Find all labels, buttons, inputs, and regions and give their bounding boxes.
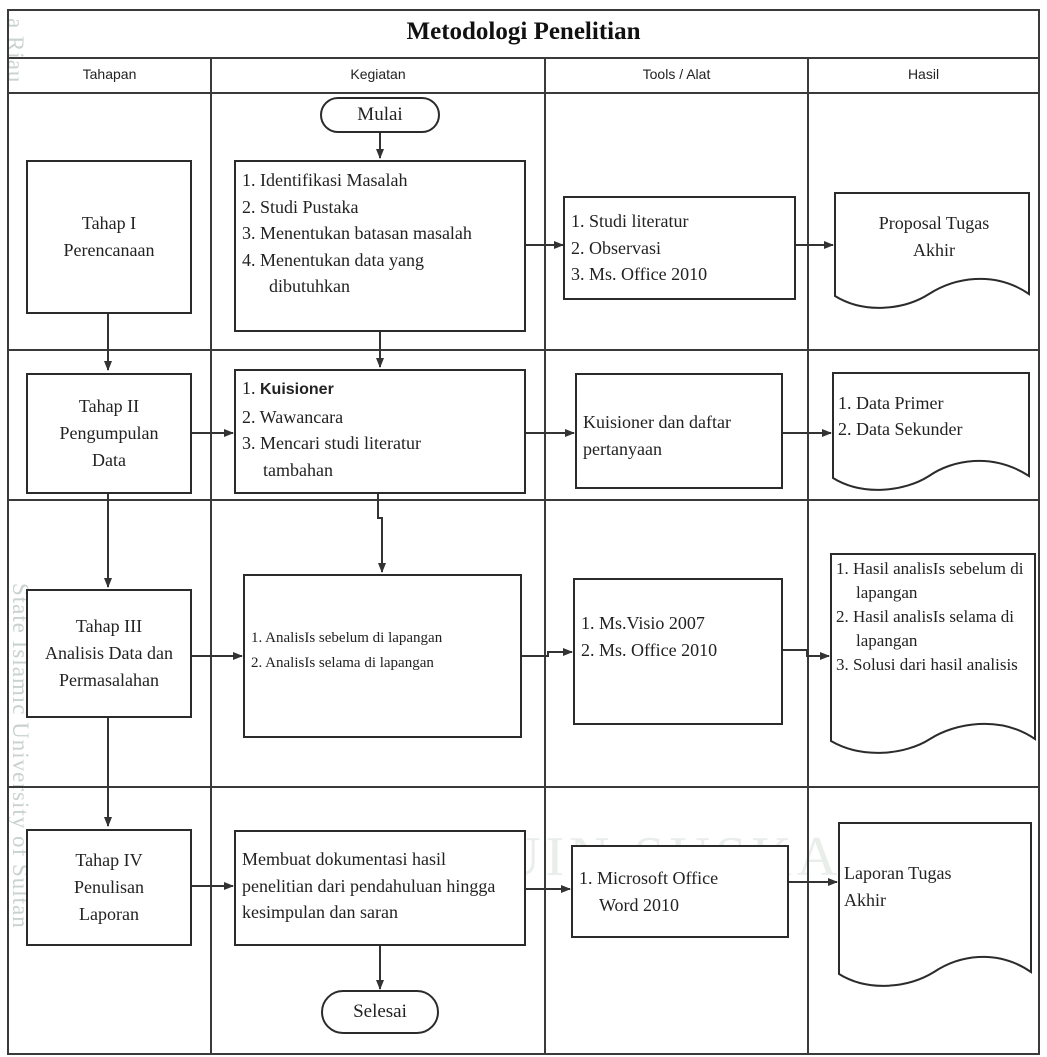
column-header-tahapan: Tahapan <box>82 66 137 82</box>
stage-3-tahapan-label: Tahap III Analisis Data dan Permasalahan <box>45 616 173 690</box>
stage-1-kegiatan-item: 3. Menentukan batasan masalah <box>242 223 472 243</box>
stage-1-tools-item: 2. Observasi <box>571 237 661 258</box>
stage-2-tools: Kuisioner dan daftar pertanyaan <box>575 373 783 489</box>
stage-1-hasil-document: Proposal Tugas Akhir <box>834 192 1030 312</box>
stage-1-kegiatan-item: 2. Studi Pustaka <box>242 196 359 217</box>
document-shape-icon <box>838 822 1032 987</box>
stage-3-tools-item: 2. Ms. Office 2010 <box>581 639 718 660</box>
stage-2-kegiatan-item: 3. Mencari studi literatur tambahan <box>242 433 421 480</box>
stage-2-kegiatan: 1. Kuisioner 2. Wawancara 3. Mencari stu… <box>234 369 526 494</box>
stage-2-hasil-document: 1. Data Primer 2. Data Sekunder <box>832 372 1030 494</box>
stage-1-tools-item: 3. Ms. Office 2010 <box>571 264 708 284</box>
column-header-kegiatan: Kegiatan <box>350 66 406 82</box>
stage-4-tools: 1. Microsoft Office Word 2010 <box>571 845 789 938</box>
stage-3-tools: 1. Ms.Visio 2007 2. Ms. Office 2010 <box>573 578 783 725</box>
stage-2-tahapan: Tahap II Pengumpulan Data <box>26 373 192 494</box>
stage-4-tools-item: 1. Microsoft Office Word 2010 <box>579 868 719 915</box>
document-shape-icon <box>834 192 1030 309</box>
stage-3-kegiatan-item: 1. AnalisIs sebelum di lapangan <box>251 630 443 646</box>
stage-3-hasil-document: 1. Hasil analisIs sebelum di lapangan 2.… <box>830 553 1036 758</box>
stage-4-hasil-document: Laporan Tugas Akhir <box>838 822 1032 992</box>
stage-3-tools-item: 1. Ms.Visio 2007 <box>581 613 705 633</box>
document-shape-icon <box>832 372 1030 491</box>
diagram-title: Metodologi Penelitian <box>406 18 641 45</box>
stage-2-tools-item: Kuisioner dan daftar pertanyaan <box>583 412 731 459</box>
stage-1-tahapan-label: Tahap I Perencanaan <box>63 213 155 260</box>
stage-1-kegiatan-item: 4. Menentukan data yang dibutuhkan <box>242 249 424 297</box>
stage-3-hasil-item: 3. Solusi dari hasil analisis <box>836 655 1018 674</box>
start-terminal: Mulai <box>320 97 440 133</box>
document-shape-icon <box>830 553 1036 754</box>
stage-2-kegiatan-item: 1. Kuisioner <box>242 378 334 398</box>
stage-2-hasil-item: 1. Data Primer <box>838 393 944 413</box>
stage-2-hasil-item: 2. Data Sekunder <box>838 419 963 439</box>
stage-3-kegiatan-item: 2. AnalisIs selama di lapangan <box>251 655 434 671</box>
stage-1-tools-item: 1. Studi literatur <box>571 211 689 231</box>
stage-3-hasil-item: 2. Hasil analisIs selama di lapangan <box>836 607 1014 650</box>
stage-4-hasil-label: Laporan Tugas Akhir <box>844 863 952 910</box>
stage-3-kegiatan: 1. AnalisIs sebelum di lapangan 2. Anali… <box>243 574 522 738</box>
stage-4-kegiatan: Membuat dokumentasi hasil penelitian dar… <box>234 830 526 946</box>
stage-2-tahapan-label: Tahap II Pengumpulan Data <box>59 396 159 470</box>
stage-4-tahapan-label: Tahap IV Penulisan Laporan <box>74 850 144 924</box>
end-terminal: Selesai <box>321 990 439 1034</box>
stage-4-tahapan: Tahap IV Penulisan Laporan <box>26 829 192 946</box>
stage-1-kegiatan-item: 1. Identifikasi Masalah <box>242 170 408 190</box>
column-header-tools: Tools / Alat <box>642 66 711 82</box>
stage-3-hasil-item: 1. Hasil analisIs sebelum di lapangan <box>836 559 1024 602</box>
stage-1-tools: 1. Studi literatur 2. Observasi 3. Ms. O… <box>563 196 796 300</box>
column-header-hasil: Hasil <box>907 66 940 82</box>
stage-1-tahapan: Tahap I Perencanaan <box>26 160 192 314</box>
stage-1-hasil-label: Proposal Tugas Akhir <box>878 213 990 260</box>
stage-4-kegiatan-item: Membuat dokumentasi hasil penelitian dar… <box>242 849 496 922</box>
stage-1-kegiatan: 1. Identifikasi Masalah 2. Studi Pustaka… <box>234 160 526 332</box>
stage-2-kegiatan-item: 2. Wawancara <box>242 406 344 427</box>
stage-3-tahapan: Tahap III Analisis Data dan Permasalahan <box>26 589 192 718</box>
